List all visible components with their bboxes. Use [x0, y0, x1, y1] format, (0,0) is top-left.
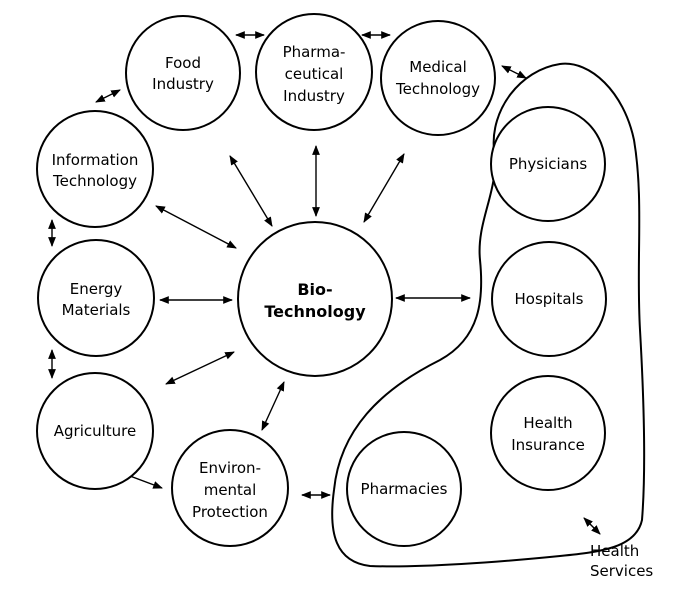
node-information-technology: Information Technology — [36, 110, 154, 228]
insurance-line1: Health — [523, 414, 572, 432]
agriculture-line1: Agriculture — [54, 422, 137, 440]
center-line1: Bio- — [297, 280, 332, 299]
arrow-center-infotech — [155, 205, 237, 249]
insurance-line2: Insurance — [511, 436, 585, 454]
health-services-line1: Health — [590, 542, 639, 560]
food-line1: Food — [165, 54, 201, 72]
energy-line2: Materials — [62, 301, 131, 319]
connection-arrows — [48, 31, 601, 535]
medtech-line2: Technology — [395, 80, 480, 98]
physicians-line1: Physicians — [509, 155, 588, 173]
center-line2: Technology — [264, 302, 366, 321]
medtech-line1: Medical — [409, 58, 466, 76]
environment-line3: Protection — [192, 503, 268, 521]
arrow-center-environment — [261, 381, 285, 431]
hospitals-line1: Hospitals — [514, 290, 583, 308]
health-services-label: Health Services — [590, 542, 653, 580]
infotech-line1: Information — [52, 151, 139, 169]
arrow-food-infotech — [95, 89, 121, 103]
arrow-center-medtech — [363, 153, 405, 223]
environment-line1: Environ- — [199, 459, 261, 477]
node-medical-technology: Medical Technology — [380, 20, 496, 136]
arrow-healthservices-label — [583, 517, 601, 535]
pharma-line1: Pharma- — [283, 43, 346, 61]
pharmacies-line1: Pharmacies — [361, 480, 448, 498]
food-line2: Industry — [152, 75, 214, 93]
pharma-line2: ceutical — [285, 65, 344, 83]
node-health-insurance: Health Insurance — [490, 375, 606, 491]
arrow-center-agriculture — [165, 351, 235, 385]
node-physicians: Physicians — [490, 106, 606, 222]
node-agriculture: Agriculture — [36, 372, 154, 490]
arrow-medtech-healthservices — [501, 65, 527, 79]
node-biotechnology-center: Bio- Technology — [237, 221, 393, 377]
arrow-center-food — [229, 155, 273, 227]
health-services-line2: Services — [590, 562, 653, 580]
node-pharmacies: Pharmacies — [346, 431, 462, 547]
node-environmental-protection: Environ- mental Protection — [171, 429, 289, 547]
pharma-line3: Industry — [283, 87, 345, 105]
node-pharmaceutical-industry: Pharma- ceutical Industry — [255, 13, 373, 131]
node-hospitals: Hospitals — [491, 241, 607, 357]
energy-line1: Energy — [70, 280, 123, 298]
infotech-line2: Technology — [52, 172, 137, 190]
environment-line2: mental — [204, 481, 257, 499]
health-services-region — [331, 62, 646, 568]
node-energy-materials: Energy Materials — [37, 239, 155, 357]
node-food-industry: Food Industry — [125, 15, 241, 131]
